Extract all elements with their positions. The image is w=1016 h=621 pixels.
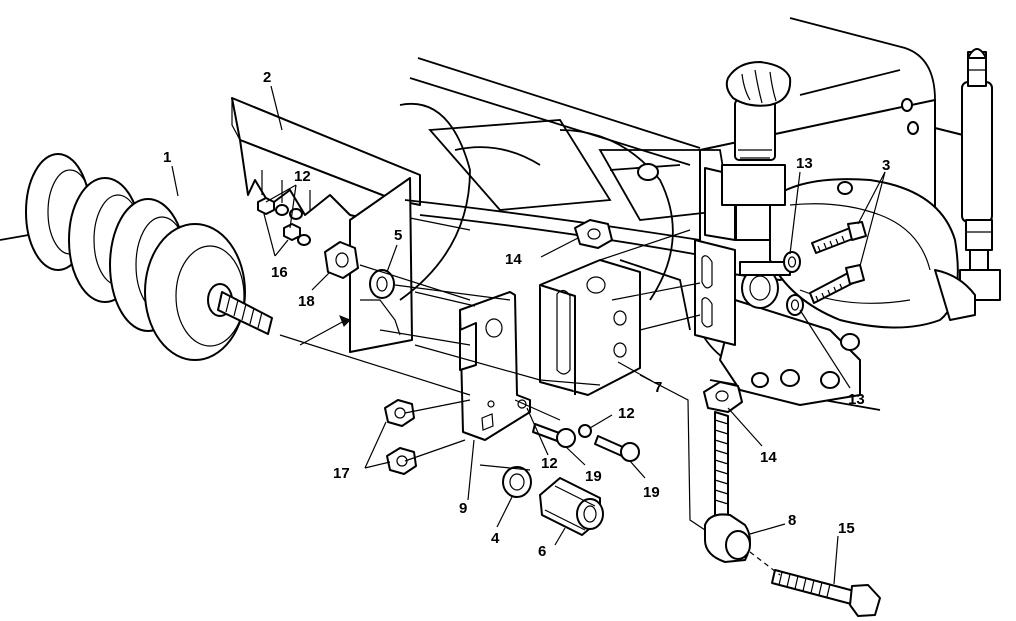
callout-14-upper: 14 <box>505 251 522 268</box>
callout-labels: 1 2 3 4 5 6 7 8 9 12 12 12 13 13 14 14 1… <box>163 69 890 560</box>
callout-12-bracket: 12 <box>618 405 635 422</box>
callout-7: 7 <box>654 379 662 396</box>
callout-19-right: 19 <box>643 484 660 501</box>
washer-13-lower <box>786 294 804 316</box>
nut-17-lower <box>386 447 417 475</box>
bolt-15 <box>771 569 881 617</box>
callout-9: 9 <box>459 500 467 517</box>
callout-12-lower: 12 <box>541 455 558 472</box>
washer-4 <box>502 466 532 498</box>
callout-15: 15 <box>838 520 855 537</box>
coupling-nut-6 <box>539 477 604 536</box>
callout-13-lower: 13 <box>848 391 865 408</box>
screw-19-right <box>594 435 640 462</box>
callout-17: 17 <box>333 465 350 482</box>
washer-12-bracket <box>578 424 592 438</box>
nut-14-lower <box>703 381 743 413</box>
callout-5: 5 <box>394 227 402 244</box>
small-nuts-16 <box>257 197 301 241</box>
washer-5 <box>369 269 395 299</box>
callout-18: 18 <box>298 293 315 310</box>
bolt-3-upper <box>811 221 867 254</box>
callout-12-upper: 12 <box>294 168 311 185</box>
bolt-3-lower <box>809 264 865 304</box>
nut-18 <box>324 241 359 279</box>
washer-13-upper <box>783 251 801 273</box>
callout-6: 6 <box>538 543 546 560</box>
callout-leaders <box>171 85 886 585</box>
lower-arm <box>719 299 861 406</box>
mounting-plate <box>694 61 792 346</box>
insulator-stack <box>0 153 273 361</box>
washers-12-small <box>275 204 311 246</box>
callout-14-lower: 14 <box>760 449 777 466</box>
nut-17-upper <box>384 399 415 427</box>
callout-3: 3 <box>882 157 890 174</box>
assembly-lines <box>279 217 781 576</box>
nut-14-upper <box>574 219 613 249</box>
callout-1: 1 <box>163 149 171 166</box>
callout-4: 4 <box>491 530 500 547</box>
rod-end-8 <box>704 411 751 563</box>
callout-13-upper: 13 <box>796 155 813 172</box>
callout-8: 8 <box>788 512 796 529</box>
callout-16: 16 <box>271 264 288 281</box>
callout-2: 2 <box>263 69 271 86</box>
bracket-9 <box>459 291 531 441</box>
callout-19-left: 19 <box>585 468 602 485</box>
frame-rail <box>231 97 421 353</box>
bracket-7 <box>539 259 641 396</box>
